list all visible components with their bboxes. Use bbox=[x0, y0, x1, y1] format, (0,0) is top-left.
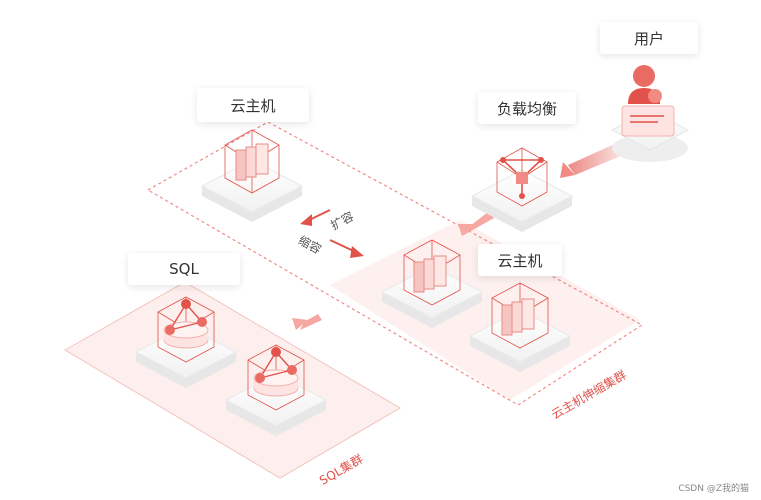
cloud-host-icon-right-2 bbox=[491, 282, 549, 349]
cloud-host-icon-top bbox=[224, 129, 280, 194]
platform-sql-1 bbox=[134, 325, 238, 388]
user-icon bbox=[610, 65, 690, 162]
host-to-sql-arrow bbox=[300, 314, 322, 330]
cloud-host-label-top: 云主机 bbox=[197, 88, 309, 122]
lb-to-host-arrow bbox=[462, 212, 494, 236]
sql-cluster-zone bbox=[65, 282, 400, 478]
sql-database-icon-1 bbox=[157, 296, 215, 363]
load-balancer-icon bbox=[496, 147, 548, 207]
host-scaling-cluster-zone bbox=[330, 220, 640, 400]
scale-arrows bbox=[300, 209, 364, 258]
load-balancer-label: 负载均衡 bbox=[478, 92, 576, 124]
cloud-host-label-right: 云主机 bbox=[478, 244, 562, 276]
host-scaling-boundary bbox=[146, 121, 644, 406]
platform-cloud-host-right-2 bbox=[468, 309, 572, 372]
user-label: 用户 bbox=[600, 22, 698, 54]
platform-cloud-host-right-1 bbox=[380, 265, 484, 328]
sql-database-icon-2 bbox=[247, 344, 305, 411]
sql-label: SQL bbox=[128, 253, 240, 285]
cloud-host-icon-right-1 bbox=[403, 239, 461, 306]
watermark: CSDN @Z我的猫 bbox=[678, 484, 749, 494]
